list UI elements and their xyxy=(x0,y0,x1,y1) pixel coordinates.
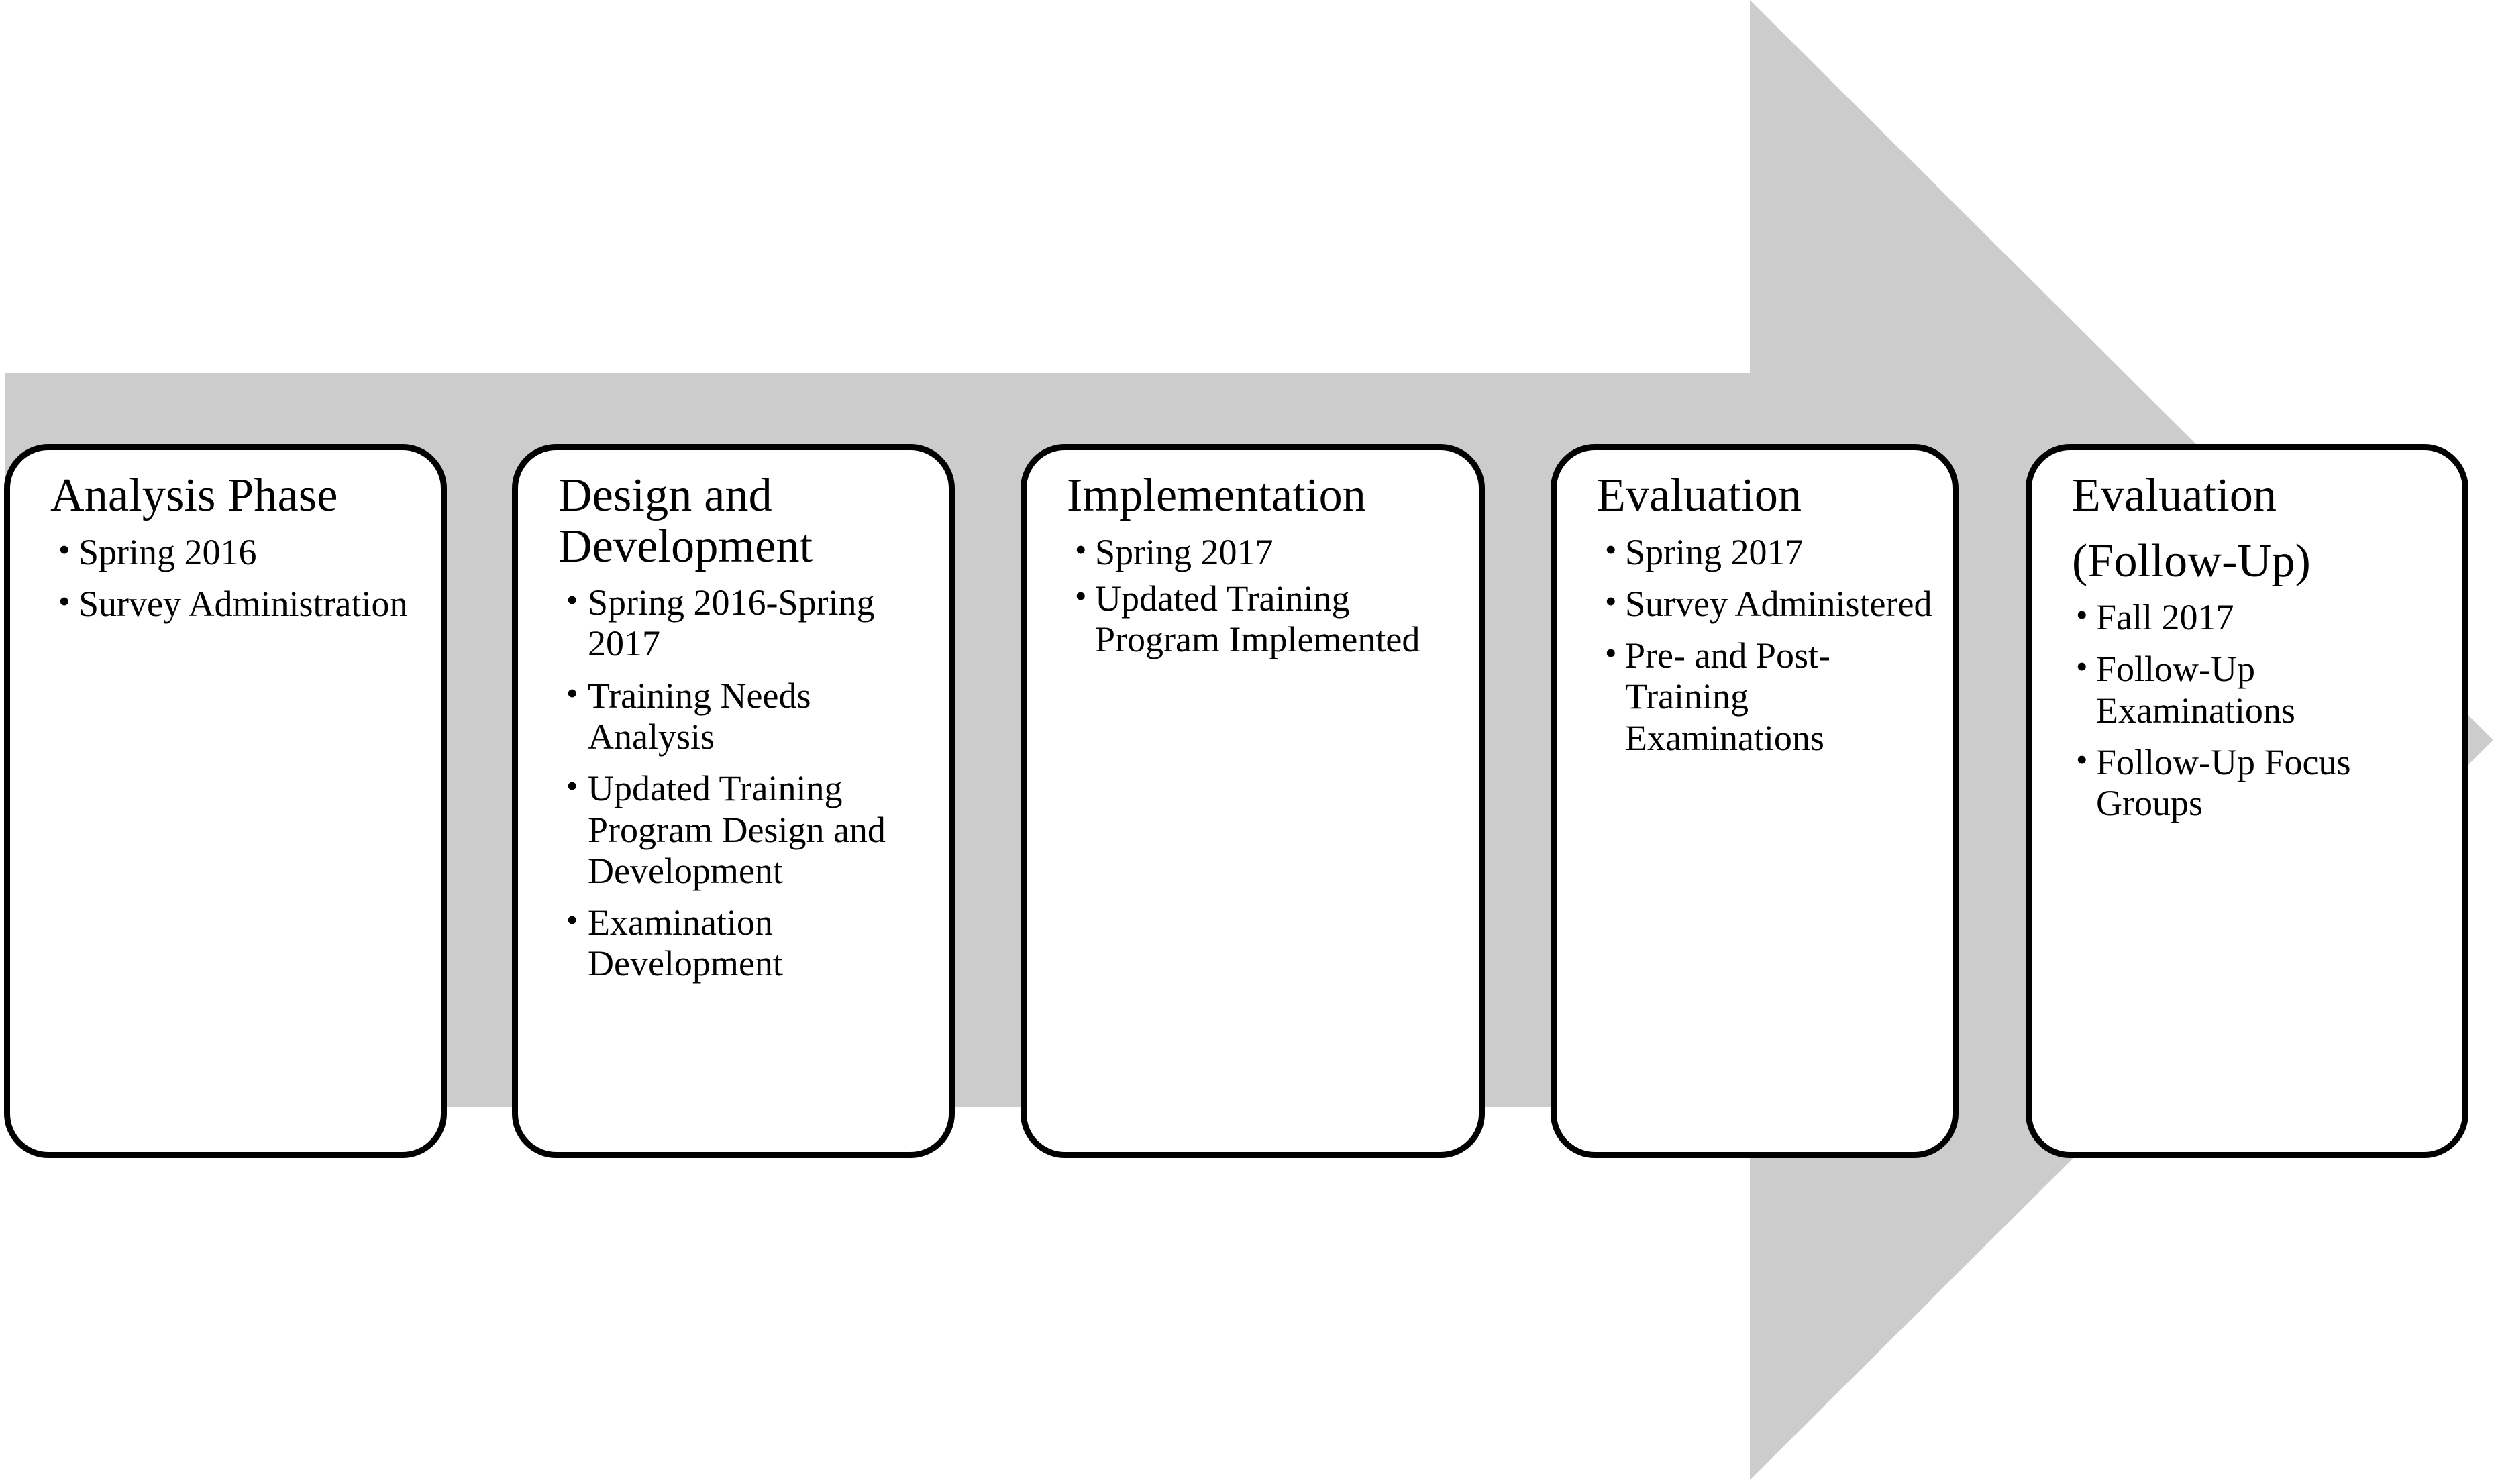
phase-title-implementation: Implementation xyxy=(1067,470,1460,521)
list-item: Spring 2017 xyxy=(1075,531,1460,573)
phase-boxes-row: Analysis Phase Spring 2016 Survey Admini… xyxy=(0,444,2498,1162)
phase-title-line: Design and xyxy=(558,470,772,521)
phase-title-line: Implementation xyxy=(1067,470,1367,521)
phase-bullet-list: Spring 2016 Survey Administration xyxy=(29,531,422,625)
list-item: Spring 2016-Spring 2017 xyxy=(566,581,930,665)
list-item: Pre- and Post-Training Examinations xyxy=(1605,634,1934,759)
phase-title-line: Evaluation xyxy=(2072,470,2277,521)
list-item: Follow-Up Focus Groups xyxy=(2076,741,2444,825)
list-item: Survey Administration xyxy=(58,582,422,625)
phase-box-analysis-phase[interactable]: Analysis Phase Spring 2016 Survey Admini… xyxy=(4,444,447,1158)
list-item: Spring 2017 xyxy=(1605,531,1934,573)
phase-title-analysis-phase: Analysis Phase xyxy=(50,470,422,521)
phase-title-evaluation: Evaluation xyxy=(1597,470,1934,521)
phase-title-design-and-development: Design and Development xyxy=(558,470,930,572)
phase-title-line: Analysis Phase xyxy=(50,470,338,521)
list-item: Survey Administered xyxy=(1605,582,1934,625)
list-item: Spring 2016 xyxy=(58,531,422,573)
list-item: Follow-Up Examinations xyxy=(2076,647,2444,731)
phase-title-line: (Follow-Up) xyxy=(2072,535,2311,587)
phase-bullet-list: Fall 2017 Follow-Up Examinations Follow-… xyxy=(2050,596,2444,825)
phase-title-line: Development xyxy=(558,520,813,572)
list-item: Updated Training Program Implemented xyxy=(1075,577,1460,661)
phase-box-evaluation-follow-up[interactable]: Evaluation (Follow-Up) Fall 2017 Follow-… xyxy=(2026,444,2468,1158)
list-item: Examination Development xyxy=(566,901,930,985)
list-item: Fall 2017 xyxy=(2076,596,2444,638)
phase-title-evaluation-follow-up: Evaluation (Follow-Up) xyxy=(2072,470,2444,586)
phase-box-design-and-development[interactable]: Design and Development Spring 2016-Sprin… xyxy=(512,444,955,1158)
phase-bullet-list: Spring 2017 Updated Training Program Imp… xyxy=(1045,531,1460,661)
phase-title-line: Evaluation xyxy=(1597,470,1802,521)
list-item: Training Needs Analysis xyxy=(566,674,930,758)
phase-box-implementation[interactable]: Implementation Spring 2017 Updated Train… xyxy=(1021,444,1485,1158)
phase-bullet-list: Spring 2017 Survey Administered Pre- and… xyxy=(1575,531,1934,759)
phase-bullet-list: Spring 2016-Spring 2017 Training Needs A… xyxy=(537,581,930,985)
phase-box-evaluation[interactable]: Evaluation Spring 2017 Survey Administer… xyxy=(1551,444,1959,1158)
list-item: Updated Training Program Design and Deve… xyxy=(566,767,930,892)
